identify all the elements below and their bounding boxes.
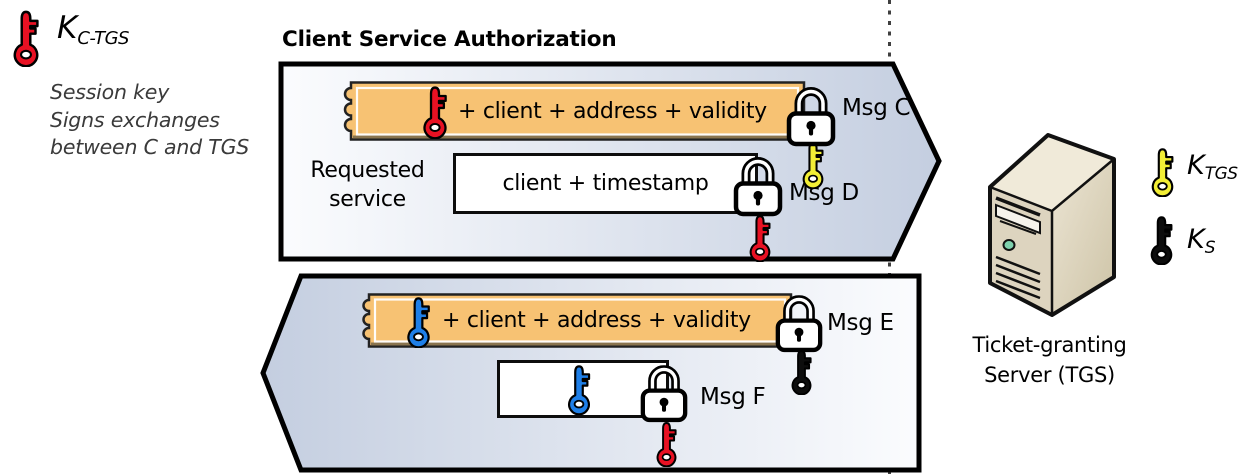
tgs-key-name-base: K — [1187, 150, 1205, 181]
authenticator-box: client + timestamp — [453, 153, 758, 214]
tgs-key-icon — [1146, 146, 1179, 197]
session-key-icon-in-ticket — [417, 84, 453, 139]
tgs-key-icon-msg-c — [797, 140, 829, 189]
session-key-icon-msg-d — [744, 213, 776, 262]
msg-c-label: Msg C — [842, 95, 911, 121]
authenticator-text: client + timestamp — [502, 171, 709, 196]
session-key-name: KC-TGS — [57, 13, 129, 48]
padlock-icon-msg-f — [639, 365, 689, 423]
tgs-key-name-subscript: TGS — [1204, 164, 1238, 184]
padlock-icon-msg-e — [774, 295, 824, 353]
server-label: Ticket-granting Server (TGS) — [972, 333, 1127, 387]
msg-e-label: Msg E — [827, 310, 894, 336]
service-ticket — [362, 293, 793, 348]
msg-d-label: Msg D — [789, 180, 859, 206]
msg-f-label: Msg F — [700, 384, 766, 410]
service-session-key-icon-in-box — [562, 363, 596, 415]
service-ticket-contents-text: + client + address + validity — [442, 308, 751, 333]
padlock-icon-msg-d — [732, 157, 784, 217]
key-name-base: K — [57, 10, 78, 46]
server-key-name-base: K — [1187, 224, 1205, 255]
server-key-name: KS — [1187, 224, 1216, 258]
service-session-key-icon-in-ticket — [401, 295, 436, 348]
key-name-subscript: C-TGS — [77, 28, 129, 49]
session-key-icon-msg-f — [651, 420, 682, 467]
server-tower-icon — [988, 133, 1116, 317]
requested-service-label: Requested service — [310, 158, 425, 212]
ticket-contents-text: + client + address + validity — [458, 98, 767, 124]
server-key-icon — [1145, 214, 1178, 265]
session-key-description: Session key Signs exchanges between C an… — [50, 80, 250, 159]
session-key-icon — [7, 8, 45, 67]
server-key-name-subscript: S — [1204, 238, 1216, 258]
server-key-icon-msg-e — [786, 348, 817, 395]
ticket-granting-ticket — [343, 81, 806, 141]
padlock-icon-msg-c — [785, 87, 837, 147]
tgs-key-name: KTGS — [1187, 152, 1238, 183]
section-title: Client Service Authorization — [282, 27, 617, 52]
